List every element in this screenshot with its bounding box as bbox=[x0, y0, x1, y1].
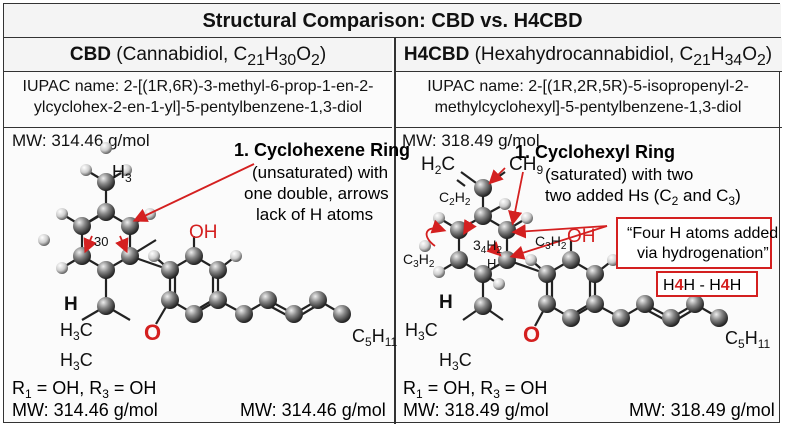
page-title: Structural Comparison: CBD vs. H4CBD bbox=[4, 4, 781, 38]
h4cbd-box-l1: “Four H atoms added bbox=[627, 225, 778, 242]
cbd-ring-30-label: 30 bbox=[94, 234, 108, 249]
h4cbd-fullname: (Hexahydrocannabidiol, C bbox=[474, 44, 694, 65]
h4cbd-c3h2-right-label: C3H2 bbox=[535, 233, 567, 252]
cbd-oh-label: OH bbox=[189, 222, 218, 243]
h4cbd-h3c-a-label: H3C bbox=[405, 320, 438, 343]
h4cbd-c3h2-left-label: C3H2 bbox=[403, 251, 435, 270]
cbd-atom-labels: H3 30 OH H H3C H3C O C5H11 bbox=[60, 162, 397, 373]
cbd-annot-l3: lack of H atoms bbox=[256, 205, 373, 224]
h4cbd-h4h-box bbox=[656, 271, 758, 297]
h4cbd-iupac: IUPAC name: 2-[(1R,2R,5R)-5-isopropenyl-… bbox=[394, 74, 782, 128]
cbd-annot-l2: one double, arrows bbox=[244, 184, 389, 203]
cbd-annot-l1: (unsaturated) with bbox=[252, 163, 388, 182]
h4cbd-mw-bottom-left: MW: 318.49 g/mol bbox=[403, 400, 549, 420]
cbd-h3c-b-label: H3C bbox=[60, 350, 93, 373]
h4cbd-oh-label: OH bbox=[567, 226, 596, 247]
h4cbd-annot-l2: two added Hs (C2 and C3) bbox=[545, 186, 741, 208]
cbd-fullname: (Cannabidiol, C bbox=[116, 44, 248, 65]
h4cbd-formula-o-label: O bbox=[742, 44, 757, 65]
h4cbd-iupac-line2: methylcyclohexyl]-5-pentylbenzene-1,3-di… bbox=[434, 99, 742, 116]
cbd-formula-h: 30 bbox=[278, 51, 297, 69]
h4cbd-arrows bbox=[425, 167, 608, 260]
h4cbd-h-mid-label: H bbox=[487, 256, 496, 271]
h4cbd-annot-l1: (saturated) with two bbox=[545, 165, 693, 184]
h4cbd-r-line: R1 = OH, R3 = OH bbox=[403, 378, 547, 401]
cbd-annotation: 1. Cyclohexene Ring (unsaturated) with o… bbox=[234, 140, 410, 224]
comparison-frame: Structural Comparison: CBD vs. H4CBD CBD… bbox=[3, 3, 782, 424]
h4cbd-iupac-line1: IUPAC name: 2-[(1R,2R,5R)-5-isopropenyl-… bbox=[427, 78, 749, 95]
cbd-annot-title: 1. Cyclohexene Ring bbox=[234, 140, 410, 160]
h4cbd-annotation: 1. Cyclohexyl Ring (saturated) with two … bbox=[515, 142, 778, 294]
h4cbd-h-left-label: H bbox=[439, 292, 453, 313]
cbd-name: CBD bbox=[69, 44, 112, 65]
cbd-c5h11-label: C5H11 bbox=[352, 326, 397, 349]
cbd-formula-h-label: H bbox=[264, 44, 279, 65]
cbd-mw-bottom-left: MW: 314.46 g/mol bbox=[12, 400, 158, 420]
h4cbd-header: H4CBD (Hexahydrocannabidiol, C21H34O2) bbox=[394, 38, 782, 72]
cbd-formula-c: 21 bbox=[247, 51, 265, 69]
cbd-ring-arrows bbox=[83, 163, 255, 254]
h4cbd-mw-bottom-right: MW: 318.49 g/mol bbox=[629, 400, 775, 420]
cbd-iupac-line1: IUPAC name: 2-[(1R,6R)-3-methyl-6-prop-1… bbox=[22, 78, 374, 95]
cbd-h3c-a-label: H3C bbox=[60, 320, 93, 343]
h4cbd-formula-o: 2 bbox=[756, 51, 766, 69]
h4cbd-box-l2: via hydrogenation” bbox=[637, 245, 769, 262]
h4cbd-formula-h: 34 bbox=[724, 51, 743, 69]
h4cbd-mw-top: MW: 318.49 g/mol bbox=[402, 131, 540, 150]
h4cbd-h4h-label: H4H - H4H bbox=[663, 277, 741, 294]
h4cbd-c2h2-label: C2H2 bbox=[439, 189, 471, 208]
cbd-mw-bottom-right: MW: 314.46 g/mol bbox=[240, 400, 386, 420]
cbd-footer: R1 = OH, R3 = OH MW: 314.46 g/mol MW: 31… bbox=[12, 378, 386, 420]
h4cbd-formula-c: 21 bbox=[693, 51, 711, 69]
cbd-iupac-line2: ylcyclohex-2-en-1-yl]-5-pentylbenzene-1,… bbox=[33, 99, 363, 116]
h4cbd-name: H4CBD bbox=[403, 44, 470, 65]
cbd-mw-top: MW: 314.46 g/mol bbox=[12, 131, 150, 150]
h4cbd-h2c-label: H2C bbox=[421, 154, 455, 177]
h4cbd-c5h11-label: C5H11 bbox=[725, 328, 770, 351]
cbd-header: CBD (Cannabidiol, C21H30O2) bbox=[4, 38, 392, 72]
cbd-o-label: O bbox=[144, 320, 161, 345]
h4cbd-h34-label: 34H2 bbox=[473, 237, 502, 256]
h4cbd-footer: R1 = OH, R3 = OH MW: 318.49 g/mol MW: 31… bbox=[403, 378, 775, 420]
cbd-iupac: IUPAC name: 2-[(1R,6R)-3-methyl-6-prop-1… bbox=[4, 74, 392, 128]
h4cbd-formula-h-label: H bbox=[710, 44, 725, 65]
cbd-h-left-label: H bbox=[64, 294, 78, 315]
cbd-formula-o: 2 bbox=[311, 51, 320, 69]
h4cbd-carbon-atoms bbox=[450, 179, 728, 327]
h4cbd-h3c-b-label: H3C bbox=[439, 350, 472, 373]
cbd-formula-o-label: O bbox=[296, 44, 311, 65]
cbd-hydrogen-atoms bbox=[38, 142, 242, 274]
cbd-carbon-atoms bbox=[73, 173, 351, 323]
h4cbd-ch9-label: CH9 bbox=[509, 154, 543, 177]
h4cbd-annot-title: 1. Cyclohexyl Ring bbox=[515, 142, 675, 162]
h4cbd-structure: H2C CH9 C2H2 C3H2 34H2 C3H2 OH H H H3C H… bbox=[403, 142, 778, 420]
column-divider bbox=[394, 38, 396, 424]
h4cbd-atom-labels: H2C CH9 C2H2 C3H2 34H2 C3H2 OH H H H3C H… bbox=[403, 154, 770, 373]
cbd-ch3-label: H3 bbox=[112, 162, 132, 185]
cbd-structure: H3 30 OH H H3C H3C O C5H11 1. Cyclohexen… bbox=[12, 140, 410, 420]
h4cbd-hydrogenation-box bbox=[616, 217, 772, 269]
cbd-r-line: R1 = OH, R3 = OH bbox=[12, 378, 156, 401]
h4cbd-o-label: O bbox=[523, 322, 540, 347]
